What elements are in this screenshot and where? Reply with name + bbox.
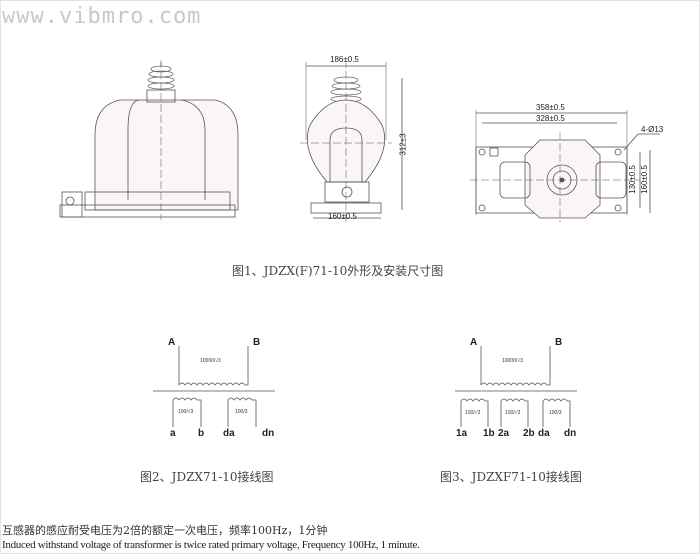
fig2-terminal: dn (262, 428, 275, 439)
fig3-wiring-diagram (455, 346, 577, 427)
note-english: Induced withstand voltage of transformer… (2, 539, 420, 551)
dim-base-width: 160±0.5 (328, 212, 357, 221)
dim-hole-width: 130±0.5 (627, 165, 637, 194)
fig3-terminal: 2a (498, 428, 510, 439)
front-view-drawing (300, 60, 403, 225)
fig2-terminal-A: A (168, 337, 176, 348)
dim-height: 312±3 (398, 133, 408, 156)
fig3-sec1-ratio: 100/√3 (465, 410, 481, 416)
fig3-sec2-ratio: 100/√3 (505, 410, 521, 416)
dim-hole-spacing: 328±0.5 (536, 114, 565, 123)
fig2-terminal: da (223, 428, 235, 439)
top-view-drawing (470, 110, 660, 222)
fig3-terminal-A: A (470, 337, 478, 348)
fig3-terminal: 1a (456, 428, 468, 439)
fig3-sec3-ratio: 100/3 (549, 410, 562, 416)
dim-holes: 4-Ø13 (641, 125, 664, 134)
fig2-sec1-ratio: 100/√3 (178, 409, 194, 415)
side-view-drawing (59, 60, 239, 220)
fig3-terminal: dn (564, 428, 577, 439)
fig3-terminal: 1b (483, 428, 495, 439)
figure2-caption: 图2、JDZX71-10接线图 (140, 470, 274, 484)
dim-overall-width: 160±0.5 (639, 165, 649, 194)
figure1-caption: 图1、JDZX(F)71-10外形及安装尺寸图 (232, 264, 444, 278)
fig2-primary-ratio: 10000/√3 (200, 358, 221, 364)
fig2-terminal: a (170, 428, 176, 439)
fig2-sec2-ratio: 100/3 (235, 409, 248, 415)
figure3-caption: 图3、JDZXF71-10接线图 (440, 470, 582, 484)
fig3-terminal: 2b (523, 428, 535, 439)
fig3-terminal: da (538, 428, 550, 439)
fig3-primary-ratio: 10000/√3 (502, 358, 523, 364)
watermark: www.vibmro.com (2, 4, 202, 29)
fig2-wiring-diagram (153, 346, 275, 427)
fig3-terminal-B: B (555, 337, 563, 348)
dim-top-width: 186±0.5 (330, 55, 359, 64)
dim-overall-length: 358±0.5 (536, 103, 565, 112)
note-chinese: 互感器的感应耐受电压为2倍的额定一次电压，频率100Hz，1分钟 (2, 524, 328, 537)
fig2-terminal: b (198, 428, 205, 439)
fig2-terminal-B: B (253, 337, 261, 348)
